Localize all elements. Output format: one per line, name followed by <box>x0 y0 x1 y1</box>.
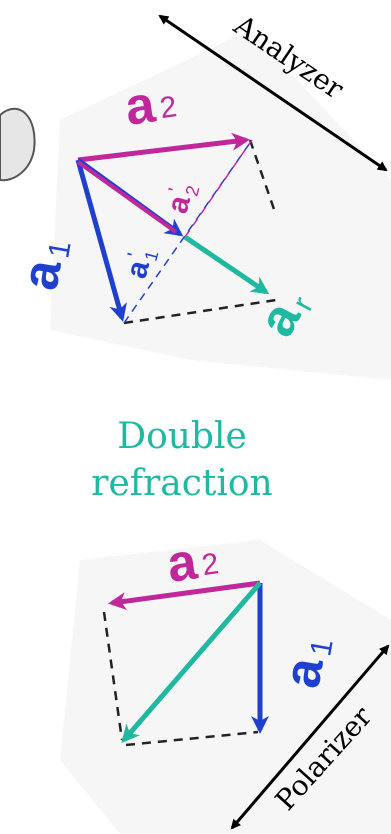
bottom-panel-background <box>60 540 391 834</box>
lens-shape <box>0 109 35 180</box>
double-refraction-caption-line2: refraction <box>91 463 273 504</box>
double-refraction-caption-line1: Double <box>117 416 247 457</box>
